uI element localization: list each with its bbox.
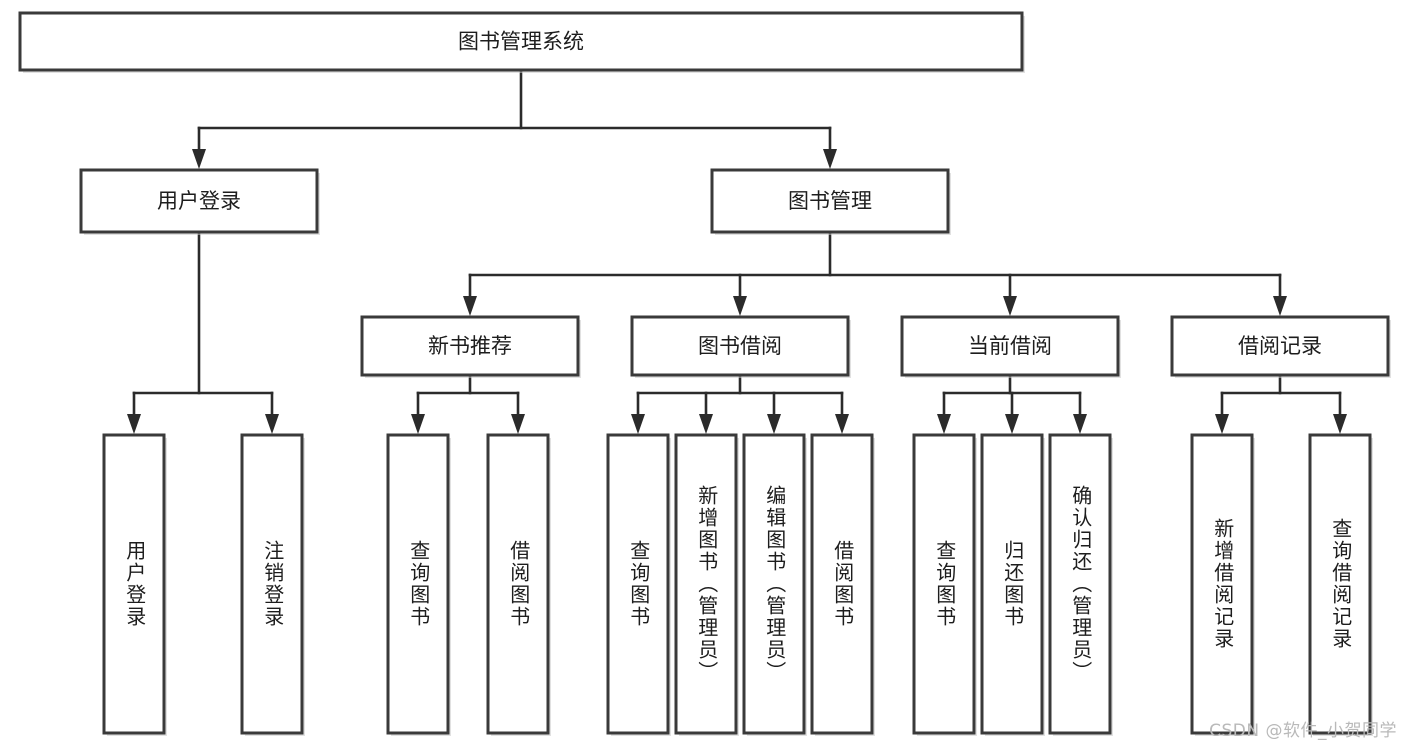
node-label-root: 图书管理系统 (458, 30, 584, 54)
node-label-book-borrow: 图书借阅 (698, 334, 782, 358)
arrowhead-icon (823, 149, 837, 169)
boxes-layer (18, 11, 1391, 736)
arrowhead-icon (1215, 414, 1229, 434)
node-box-leaf-borrow-book[interactable] (810, 433, 875, 736)
arrowhead-icon (631, 414, 645, 434)
node-box-leaf-query-book-current[interactable] (912, 433, 977, 736)
arrowhead-icon (511, 414, 525, 434)
node-label-borrow-records: 借阅记录 (1238, 334, 1322, 358)
arrowhead-icon (733, 296, 747, 316)
node-label-user-login: 用户登录 (157, 189, 241, 213)
arrowhead-icon (192, 149, 206, 169)
arrowhead-icon (127, 414, 141, 434)
node-box-leaf-user-login[interactable] (102, 433, 167, 736)
arrowhead-icon (463, 296, 477, 316)
node-box-new-book-recommend[interactable] (360, 315, 581, 378)
arrowhead-icon (1333, 414, 1347, 434)
arrowhead-icon (1003, 296, 1017, 316)
node-box-leaf-query-borrow-record[interactable] (1308, 433, 1373, 736)
arrowhead-icon (1073, 414, 1087, 434)
node-box-leaf-borrow-book-recommend[interactable] (486, 433, 551, 736)
arrowhead-icon (1273, 296, 1287, 316)
node-box-book-borrow[interactable] (630, 315, 851, 378)
arrowhead-icon (937, 414, 951, 434)
arrowhead-icon (767, 414, 781, 434)
node-box-leaf-query-book-borrow[interactable] (606, 433, 671, 736)
node-label-current-borrow: 当前借阅 (968, 334, 1052, 358)
arrowhead-icon (699, 414, 713, 434)
node-box-leaf-user-logout[interactable] (240, 433, 305, 736)
node-box-leaf-add-borrow-record[interactable] (1190, 433, 1255, 736)
arrowhead-icon (835, 414, 849, 434)
node-box-root[interactable] (18, 11, 1025, 73)
node-box-current-borrow[interactable] (900, 315, 1121, 378)
node-label-new-book-recommend: 新书推荐 (428, 334, 512, 358)
node-box-leaf-query-book-recommend[interactable] (386, 433, 451, 736)
watermark-text: CSDN @软件_小贺同学 (1209, 721, 1397, 741)
node-box-leaf-return-book[interactable] (980, 433, 1045, 736)
node-box-leaf-add-book-admin[interactable] (674, 433, 739, 736)
arrowhead-icon (1005, 414, 1019, 434)
connectors-layer (127, 68, 1347, 434)
node-box-leaf-edit-book-admin[interactable] (742, 433, 807, 736)
node-label-book-management: 图书管理 (788, 189, 872, 213)
node-box-borrow-records[interactable] (1170, 315, 1391, 378)
arrowhead-icon (265, 414, 279, 434)
node-box-leaf-confirm-return-admin[interactable] (1048, 433, 1113, 736)
node-box-book-management[interactable] (710, 168, 951, 235)
node-box-user-login[interactable] (79, 168, 320, 235)
arrowhead-icon (411, 414, 425, 434)
